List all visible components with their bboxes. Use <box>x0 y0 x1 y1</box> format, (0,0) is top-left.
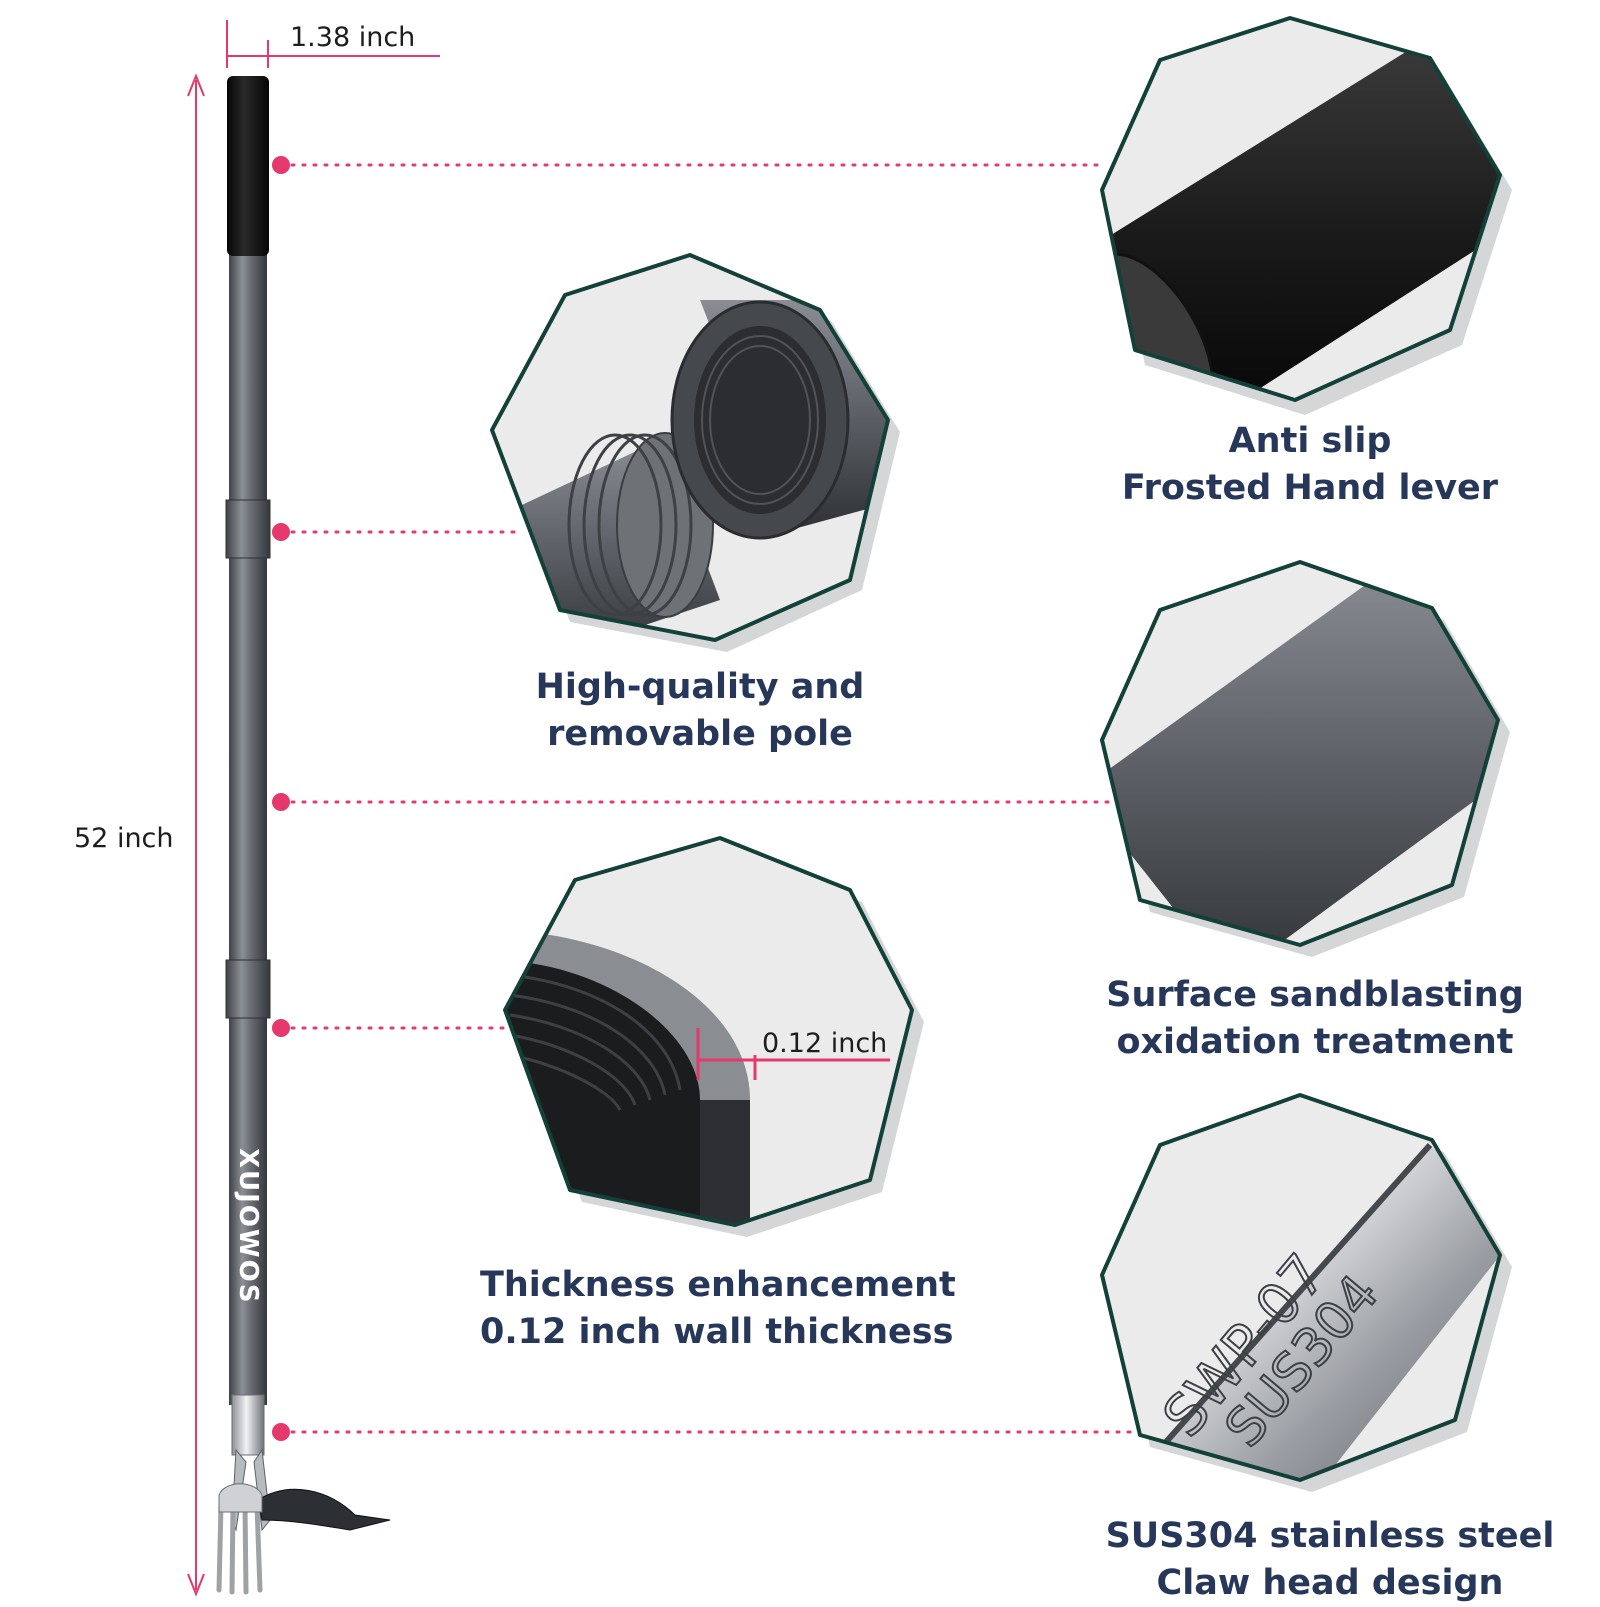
feature-caption-pole: High-quality and removable pole <box>480 664 920 758</box>
caption-line: Surface sandblasting <box>1106 975 1524 1015</box>
length-dimension <box>187 73 205 1597</box>
caption-line: Claw head design <box>1156 1563 1504 1603</box>
callout-lines <box>290 163 1132 1434</box>
feature-image-sandblast <box>1100 560 1510 957</box>
caption-line: removable pole <box>547 714 853 754</box>
feature-image-steel-head: SWP-07 SUS304 <box>1100 1093 1512 1492</box>
feature-caption-grip: Anti slip Frosted Hand lever <box>1090 418 1530 512</box>
caption-line: High-quality and <box>535 667 865 707</box>
width-label: 1.38 inch <box>290 22 416 53</box>
brand-label: XUJOWOS <box>233 1148 263 1304</box>
caption-line: SUS304 stainless steel <box>1105 1516 1555 1556</box>
feature-caption-thickness: Thickness enhancement 0.12 inch wall thi… <box>480 1262 970 1356</box>
length-label: 52 inch <box>74 823 174 854</box>
caption-line: 0.12 inch wall thickness <box>480 1312 954 1352</box>
width-dimension <box>226 20 440 68</box>
caption-line: Frosted Hand lever <box>1121 468 1499 508</box>
weeder-tool: XUJOWOS <box>216 76 391 1595</box>
caption-line: oxidation treatment <box>1116 1022 1514 1062</box>
feature-caption-steel: SUS304 stainless steel Claw head design <box>1080 1513 1580 1607</box>
feature-image-thread <box>490 253 900 652</box>
caption-line: Anti slip <box>1228 421 1392 461</box>
callout-dots <box>272 156 290 1441</box>
wall-dimension <box>696 1028 890 1080</box>
feature-image-grip <box>1100 16 1512 415</box>
wall-thickness-label: 0.12 inch <box>762 1028 888 1059</box>
caption-line: Thickness enhancement <box>480 1265 956 1305</box>
feature-caption-sandblast: Surface sandblasting oxidation treatment <box>1080 972 1550 1066</box>
